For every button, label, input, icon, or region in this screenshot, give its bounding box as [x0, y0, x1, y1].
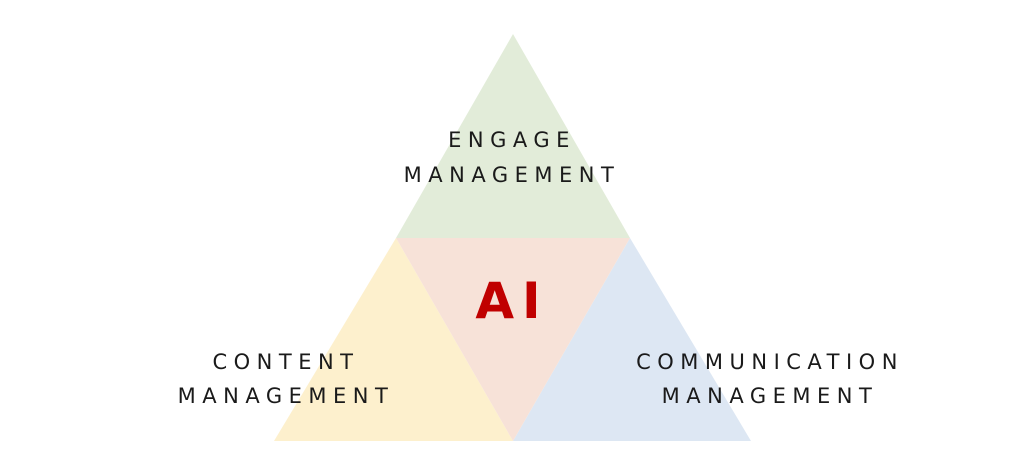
communication-label-line1: COMMUNICATION: [636, 350, 904, 374]
communication-triangle: [513, 238, 751, 441]
engage-label-line2: MANAGEMENT: [404, 163, 621, 187]
engage-triangle: [396, 34, 630, 238]
communication-label-line2: MANAGEMENT: [662, 384, 879, 408]
content-triangle: [274, 238, 513, 441]
content-label-line1: CONTENT: [212, 350, 359, 374]
content-label-line2: MANAGEMENT: [178, 384, 395, 408]
ai-triangle: [396, 238, 630, 441]
ai-label: AI: [475, 272, 548, 330]
engage-label-line1: ENGAGE: [448, 128, 576, 152]
